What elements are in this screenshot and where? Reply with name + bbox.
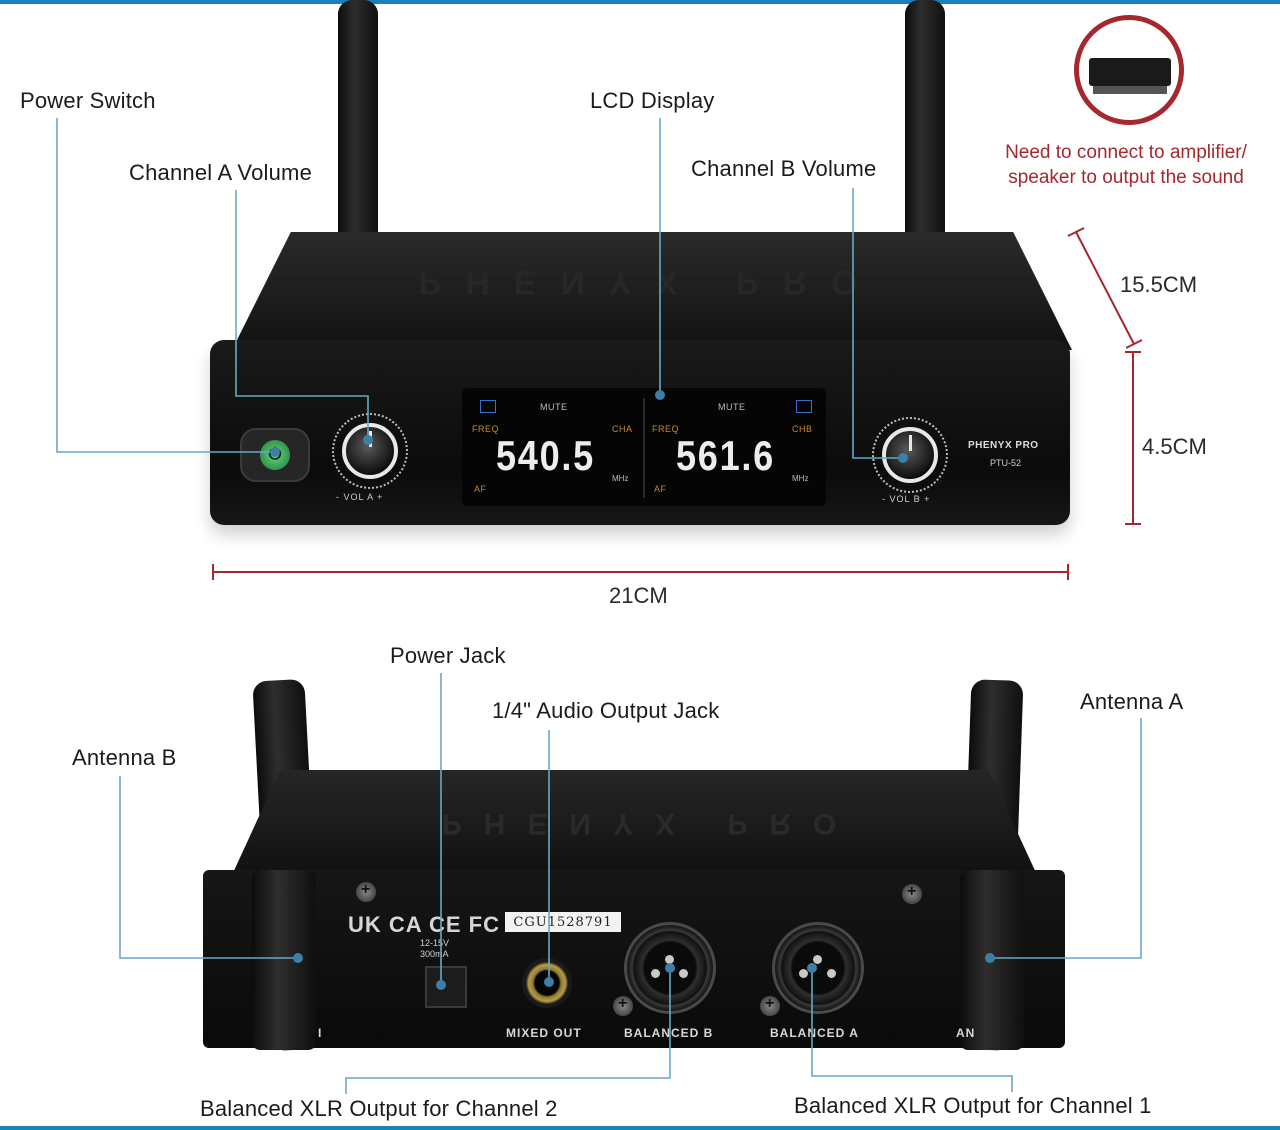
label-xlr-channel-2: Balanced XLR Output for Channel 2 [200,1096,558,1121]
xlr-b-latch [613,995,633,1016]
leader-antenna-b [119,776,298,959]
dot-power-jack [436,980,446,990]
leader-xlr-channel-1 [811,968,1013,1092]
rear-screw-left [356,881,376,902]
port-label-balanced-b: BALANCED B [624,1026,714,1040]
vol-a-scale [332,413,408,489]
label-channel-b-volume: Channel B Volume [691,156,877,181]
dot-antenna-a [985,953,995,963]
lcd-b-unit: MHz [792,474,809,483]
xlr-a-pin [827,969,836,978]
dim-depth-cap-bottom [1125,339,1143,349]
dot-antenna-b [293,953,303,963]
vol-b-scale [872,417,948,493]
dot-xlr-a [807,963,817,973]
lcd-a-freq-tag: FREQ [472,424,500,434]
xlr-a-pin [813,955,822,964]
dot-channel-b [898,453,908,463]
leader-xlr-channel-2 [345,968,671,1094]
rear-screw-right [902,883,922,904]
lcd-b-mute: MUTE [718,402,746,412]
lcd-a-frequency: 540.5 [496,432,595,479]
rear-device-top [232,770,1037,875]
label-antenna-a: Antenna A [1080,689,1184,714]
xlr-a-latch [760,995,780,1016]
dim-depth-line [1075,231,1135,345]
lcd-b-frequency: 561.6 [676,432,775,479]
lcd-separator [643,398,645,498]
serial-label: CGU1528791 [505,912,621,932]
label-power-switch: Power Switch [20,88,156,113]
dot-xlr-b [665,963,675,973]
leader-channel-a-volume [235,190,369,440]
bottom-accent-line [0,1126,1280,1130]
power-spec: 12-15V 300mA [420,938,449,960]
lcd-a-unit: MHz [612,474,629,483]
antenna-b-base [252,870,316,1050]
amplifier-icon [1089,58,1171,86]
dimension-depth: 15.5CM [1120,272,1198,297]
certification-marks: UK CA CE FC [348,912,500,937]
port-label-left-fragment: I [318,1026,323,1040]
dim-depth-cap-top [1067,227,1085,237]
label-antenna-b: Antenna B [72,745,177,770]
xlr-a-pin [799,969,808,978]
lcd-b-ch-tag: CHB [792,424,813,434]
amplifier-note-line2: speaker to output the sound [1008,167,1244,188]
port-label-mixed-out: MIXED OUT [506,1026,582,1040]
front-antenna-right [905,0,945,250]
channel-b-volume-knob[interactable] [882,427,938,483]
power-jack[interactable] [425,966,467,1008]
leader-antenna-a [990,718,1142,959]
xlr-b-pin [679,969,688,978]
xlr-b-pin [665,955,674,964]
dot-audio-jack [544,977,554,987]
power-spec-voltage: 12-15V [420,938,450,948]
label-audio-output-jack: 1/4" Audio Output Jack [492,698,720,723]
xlr-b-pin [651,969,660,978]
port-label-antenna-fragment: AN [956,1026,976,1040]
vol-a-label: - VOL A + [336,492,384,502]
front-model: PTU-52 [990,458,1022,468]
channel-a-volume-knob[interactable] [342,423,398,479]
balanced-a-xlr[interactable] [772,922,864,1014]
amplifier-note-line1: Need to connect to amplifier/ [1005,142,1247,163]
dimension-width: 21CM [609,583,668,608]
dot-channel-a [363,435,373,445]
lcd-a-ch-tag: CHA [612,424,633,434]
lcd-display: MUTE FREQ CHA 540.5 MHz AF MUTE FREQ CHB… [462,388,826,506]
label-power-jack: Power Jack [390,643,506,668]
amplifier-thumbnail [1074,15,1184,125]
leader-channel-b-volume [852,188,903,459]
dot-lcd [655,390,665,400]
label-channel-a-volume: Channel A Volume [129,160,313,185]
port-label-balanced-a: BALANCED A [770,1026,859,1040]
lcd-b-af-tag: AF [654,484,667,494]
dimension-height: 4.5CM [1142,434,1207,459]
lcd-a-af-tag: AF [474,484,487,494]
lcd-b-freq-tag: FREQ [652,424,680,434]
label-lcd-display: LCD Display [590,88,715,113]
front-logo: PHENYX PRO [968,440,1039,451]
top-accent-line [0,0,1280,4]
front-antenna-left [338,0,378,250]
lcd-a-mute: MUTE [540,402,568,412]
power-spec-current: 300mA [420,949,449,959]
channel-b-indicator-icon [796,400,812,413]
label-xlr-channel-1: Balanced XLR Output for Channel 1 [794,1093,1152,1118]
front-device-top [232,232,1072,350]
dot-power-switch [270,447,280,457]
amplifier-base [1093,86,1167,94]
leader-power-switch [56,118,275,453]
amplifier-note: Need to connect to amplifier/ speaker to… [966,140,1280,190]
vol-b-label: - VOL B + [882,494,931,504]
channel-a-indicator-icon [480,400,496,413]
